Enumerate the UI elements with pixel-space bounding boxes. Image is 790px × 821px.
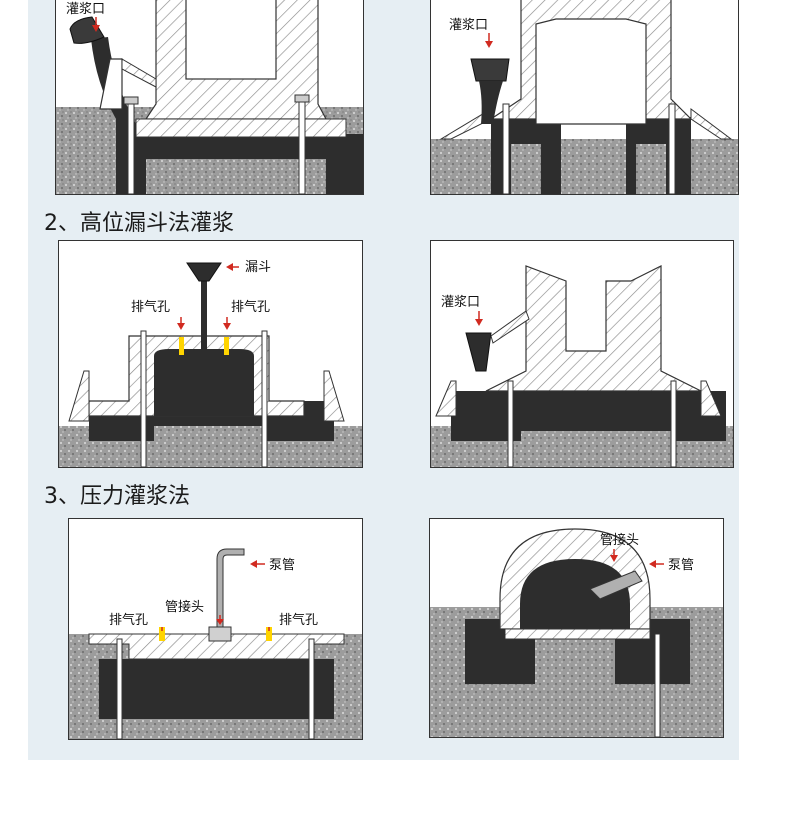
figure-pressure-arch: 管接头 泵管 — [429, 518, 724, 738]
label-pipe-joint: 管接头 — [600, 532, 639, 548]
label-pipe-joint: 管接头 — [165, 599, 204, 615]
figure-side-pour: 灌浆口 — [430, 240, 734, 468]
label-pour-port: 灌浆口 — [449, 18, 488, 33]
label-pour-port: 灌浆口 — [66, 2, 105, 17]
figure-gravity-pour-left: 灌浆口 — [55, 0, 364, 195]
diagram-pressure-horizontal: 泵管 管接头 排气孔 排气孔 — [69, 548, 362, 739]
figure-gravity-pour-right: 灌浆口 — [430, 0, 739, 195]
grout-stream — [91, 37, 136, 194]
diagram-side-pour: 灌浆口 — [431, 265, 733, 467]
label-pump-pipe: 泵管 — [269, 558, 295, 573]
vent-hole-left — [159, 627, 165, 641]
diagram-funnel-method: 漏斗 排气孔 排气孔 — [59, 259, 362, 467]
label-vent-hole-left: 排气孔 — [131, 299, 170, 315]
diagram-gravity-pour-right: 灌浆口 — [431, 0, 738, 194]
label-funnel: 漏斗 — [245, 259, 271, 275]
diagram-pressure-arch: 管接头 泵管 — [430, 528, 723, 737]
label-vent-hole-right: 排气孔 — [279, 612, 318, 628]
vent-hole-right — [266, 627, 272, 641]
vent-hole-left — [179, 337, 184, 355]
vent-hole-right — [224, 337, 229, 355]
label-vent-hole-right: 排气孔 — [231, 299, 270, 315]
section-title-pressure: 3、压力灌浆法 — [44, 484, 190, 509]
label-pump-pipe: 泵管 — [668, 558, 694, 573]
grout-cavity — [154, 349, 254, 416]
diagram-gravity-pour-left: 灌浆口 — [56, 0, 363, 194]
section-title-funnel: 2、高位漏斗法灌浆 — [44, 211, 234, 236]
figure-pressure-horizontal: 泵管 管接头 排气孔 排气孔 — [68, 518, 363, 740]
figure-funnel-method: 漏斗 排气孔 排气孔 — [58, 240, 363, 468]
label-pour-port: 灌浆口 — [441, 295, 480, 310]
label-vent-hole-left: 排气孔 — [109, 612, 148, 628]
